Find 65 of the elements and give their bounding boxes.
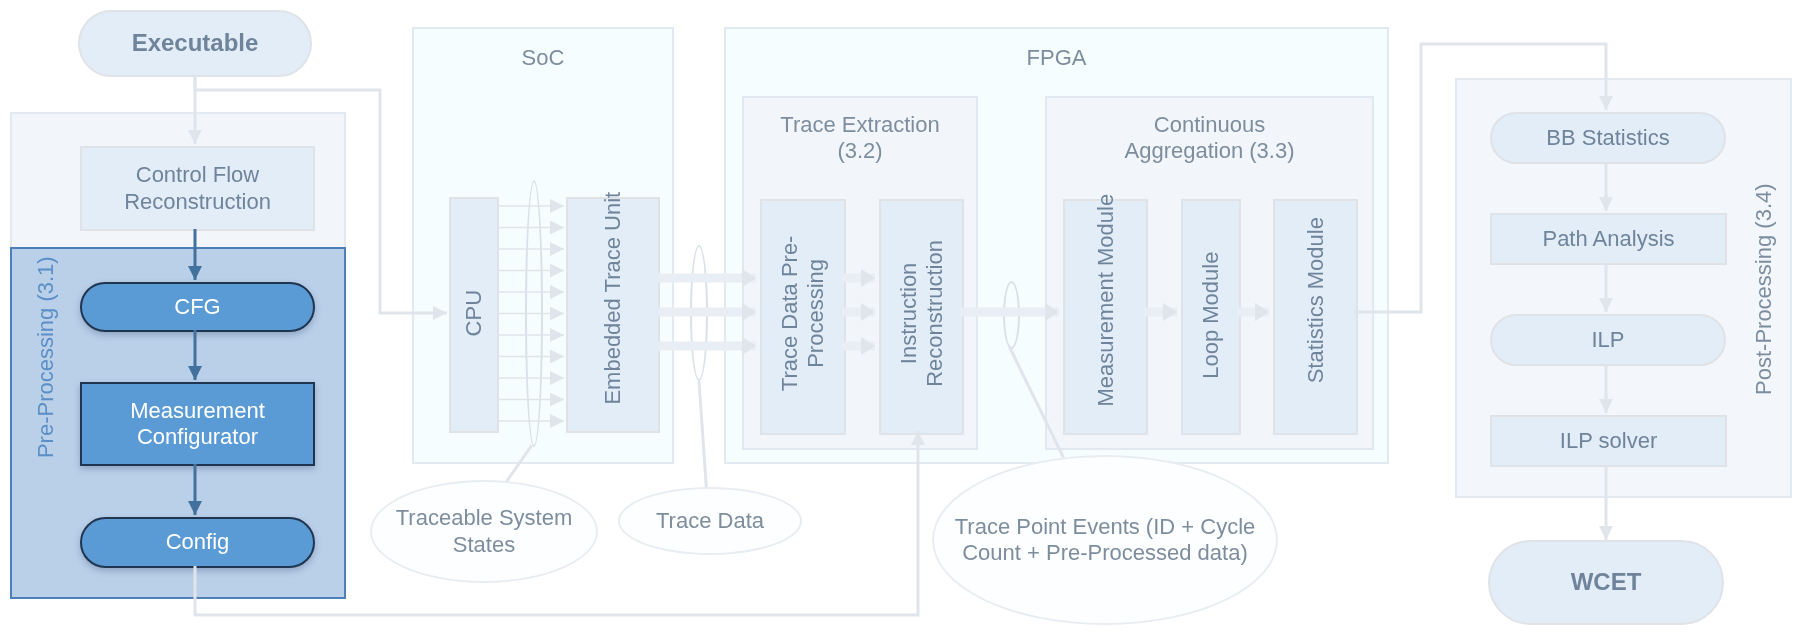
arrow (193, 431, 925, 617)
node-label: Loop Module (1197, 250, 1224, 381)
module-group-box (742, 96, 978, 450)
arrow (1354, 42, 1613, 314)
terminal-box (80, 517, 315, 568)
node-label: Trace Point Events (ID + Cycle Count + Pre-Processed data) (953, 513, 1257, 567)
process-box (80, 382, 315, 466)
stage-panel (10, 112, 346, 599)
node-label: ILP (1590, 326, 1626, 354)
node-label: CPU (460, 289, 487, 339)
arrow (496, 414, 565, 428)
terminal-box (80, 282, 315, 332)
arrow (188, 229, 202, 280)
node-label: Executable (130, 29, 260, 58)
bundle-ring (1003, 281, 1020, 349)
stage-panel (1455, 78, 1792, 498)
node-label: CFG (173, 293, 222, 321)
arrow (496, 220, 565, 235)
arrow (496, 242, 565, 256)
node-label: Measurement Module (1092, 192, 1119, 409)
node-label: WCET (1569, 568, 1643, 597)
flow-arrow (658, 269, 756, 287)
container-box (412, 27, 674, 464)
arrow (496, 306, 565, 321)
node-label: ILP solver (1558, 427, 1659, 455)
container-box (724, 27, 1389, 464)
arrow (496, 285, 565, 299)
node-label: Control Flow Reconstruction (123, 162, 272, 215)
node-label: Measurement Configurator (129, 397, 266, 451)
process-box (449, 197, 499, 433)
bundle-ring (525, 180, 543, 447)
arrow (1599, 465, 1613, 540)
node-label: BB Statistics (1545, 124, 1671, 152)
flow-arrow (960, 303, 1059, 321)
arrow (496, 263, 565, 278)
container-title: Continuous Aggregation (3.3) (1123, 112, 1296, 165)
bundle-ring (690, 245, 708, 381)
arrow (496, 349, 565, 364)
node-label: Embedded Trace Unit (599, 190, 626, 407)
node-label: Statistics Module (1302, 216, 1329, 386)
leader-line (505, 444, 534, 482)
node-label: Traceable System States (394, 505, 574, 558)
process-box (80, 146, 315, 231)
container-title: FPGA (1025, 45, 1088, 72)
container-title: Pre-Processing (3.1) (32, 255, 59, 461)
container-title: Trace Extraction (3.2) (779, 112, 941, 165)
node-label: Trace Data (655, 507, 765, 535)
arrow (188, 464, 202, 515)
container-title: SoC (520, 45, 566, 72)
module-group-box (1045, 96, 1374, 450)
leader-line (697, 380, 708, 488)
container-title: Post-Processing (3.4) (1750, 182, 1777, 397)
arrow (496, 371, 565, 385)
arrow (496, 392, 565, 407)
flow-arrow (658, 337, 756, 355)
arrow (496, 328, 565, 342)
leader-line (1008, 346, 1065, 459)
arrow (193, 77, 447, 320)
arrow (496, 199, 565, 213)
node-label: Config (164, 529, 231, 556)
flow-arrow (658, 303, 756, 321)
arrow (188, 330, 202, 380)
node-label: Path Analysis (1541, 225, 1676, 253)
node-label: Trace Data Pre-Processing (776, 234, 829, 394)
node-label: Instruction Reconstruction (895, 239, 948, 389)
